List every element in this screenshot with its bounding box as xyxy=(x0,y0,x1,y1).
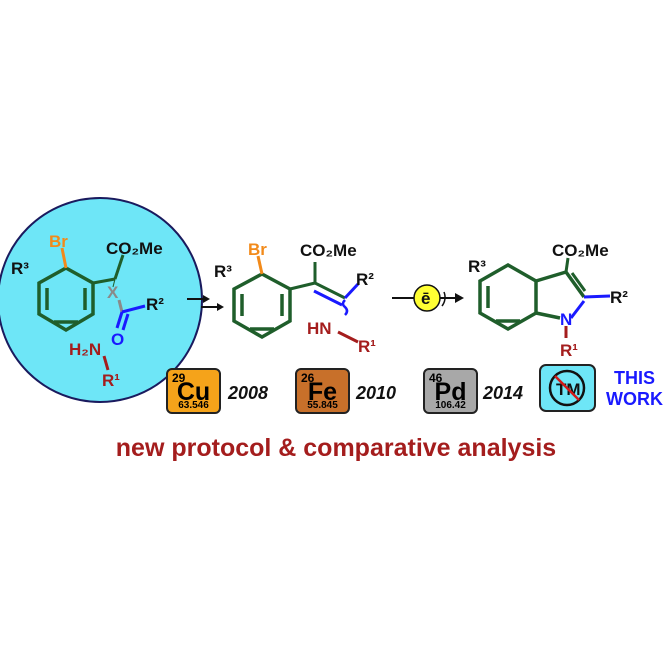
bond-indole-ester xyxy=(564,257,570,273)
m2-hn: HN xyxy=(307,319,332,338)
intermediate-benzene-ring xyxy=(232,272,292,340)
m1-x: X xyxy=(107,283,119,302)
bond-co-b xyxy=(121,313,130,331)
bond-carbonyl-r2 xyxy=(121,304,146,314)
m2-r3: R³ xyxy=(214,262,232,281)
cu-symbol: Cu xyxy=(176,378,211,406)
footer-caption: new protocol & comparative analysis xyxy=(115,434,557,462)
m1-br: Br xyxy=(49,232,68,251)
m3-n: N xyxy=(560,310,572,329)
bond-vinyl-double-a xyxy=(314,281,346,300)
bond-vinyl-double-b xyxy=(313,289,343,307)
year-2010: 2010 xyxy=(356,383,397,403)
bond-co-a xyxy=(115,311,124,329)
electron-label: ē xyxy=(421,289,430,308)
bond-ch2-2 xyxy=(113,254,125,280)
cu-number: 29 xyxy=(172,371,186,385)
m1-r2: R² xyxy=(146,295,164,314)
m1-o: O xyxy=(111,330,124,349)
m2-ester: CO₂Me xyxy=(300,241,357,260)
bond-indole-n-c2 xyxy=(569,300,586,319)
pd-number: 46 xyxy=(429,371,443,385)
bond-indole-r2 xyxy=(583,294,611,299)
m3-r2: R² xyxy=(610,288,628,307)
fe-mass: 55.845 xyxy=(307,400,338,411)
bond-indole-c2c3b xyxy=(570,272,587,292)
this-work-line-2: WORK xyxy=(606,389,663,409)
indole-rings xyxy=(478,262,586,332)
year-2014: 2014 xyxy=(483,383,524,403)
m2-br: Br xyxy=(248,240,267,259)
bond-br-2 xyxy=(256,255,264,275)
bond-wavy-nh xyxy=(341,299,349,316)
bond-n-r1 xyxy=(102,355,110,371)
electron-arrow: ē xyxy=(392,284,464,312)
tm-circle xyxy=(548,369,586,407)
year-2008: 2008 xyxy=(228,383,269,403)
pd-mass: 106.42 xyxy=(435,400,466,411)
this-work-label: THIS WORK xyxy=(606,368,663,410)
m1-amine: H₂N xyxy=(69,340,101,359)
electron-circle xyxy=(413,284,441,312)
bond-br-1 xyxy=(60,247,68,269)
cu-mass: 63.546 xyxy=(178,400,209,411)
bond-x-2 xyxy=(117,299,124,313)
bond-x-1 xyxy=(112,278,116,288)
fe-symbol: Fe xyxy=(307,378,338,406)
element-tile-pd: 46 Pd 106.42 xyxy=(423,368,478,414)
bond-ch2-1 xyxy=(92,277,116,285)
bond-n-r1-2 xyxy=(337,330,359,344)
tm-strike xyxy=(554,375,580,401)
pd-symbol: Pd xyxy=(434,378,467,406)
m2-r2: R² xyxy=(356,270,374,289)
m3-r1: R¹ xyxy=(560,341,578,360)
m3-r3: R³ xyxy=(468,257,486,276)
m3-ester: CO₂Me xyxy=(552,241,609,260)
reaction-arrow-1 xyxy=(187,295,224,311)
bond-vinyl-1 xyxy=(289,281,316,291)
bond-vinyl-r2 xyxy=(343,282,360,300)
m1-r3: R³ xyxy=(11,259,29,278)
m1-ester: CO₂Me xyxy=(106,239,163,258)
element-tile-fe: 26 Fe 55.845 xyxy=(295,368,350,414)
fe-number: 26 xyxy=(301,371,315,385)
m1-r1: R¹ xyxy=(102,371,120,390)
this-work-line-1: THIS xyxy=(613,368,655,388)
m2-r1: R¹ xyxy=(358,337,376,356)
element-tile-cu: 29 Cu 63.546 xyxy=(166,368,221,414)
